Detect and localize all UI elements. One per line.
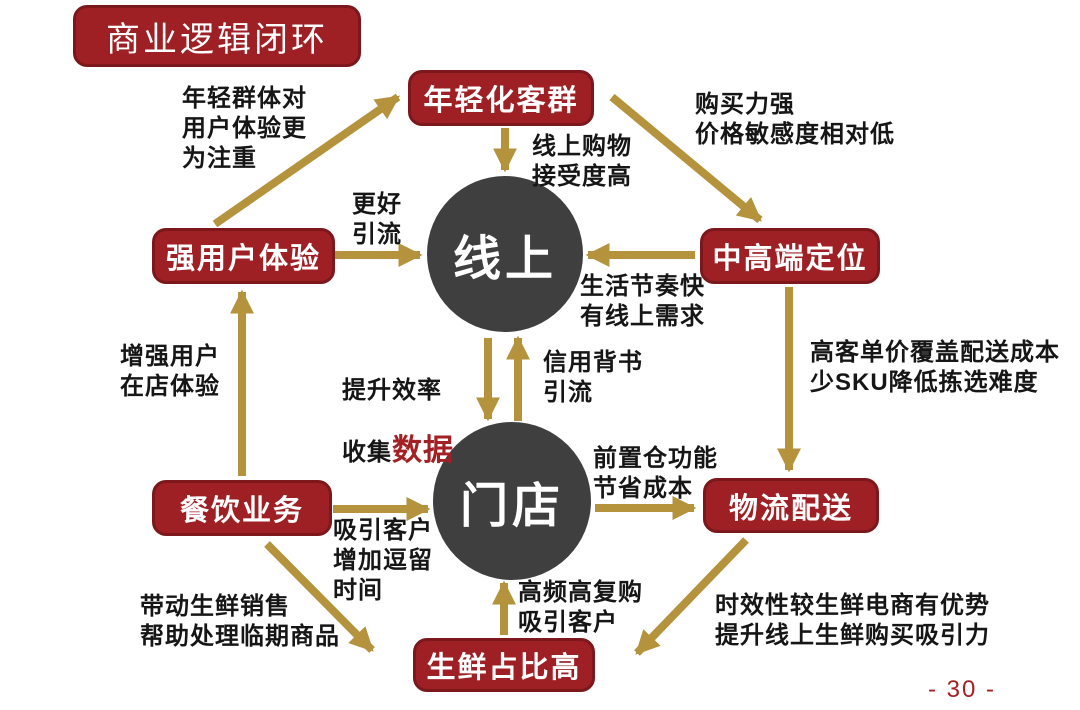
node-mid-high-positioning: 中高端定位 bbox=[700, 228, 880, 284]
note-efficiency-line1: 提升效率 bbox=[342, 377, 442, 404]
note-better-traffic: 更好 引流 bbox=[352, 191, 402, 248]
node-online-circle: 线上 bbox=[427, 176, 583, 332]
note-credit-traffic: 信用背书 引流 bbox=[543, 349, 643, 406]
arrow bbox=[212, 93, 401, 228]
note-high-order-value: 高客单价覆盖配送成本 少SKU降低拣选难度 bbox=[810, 339, 1060, 396]
note-high-frequency: 高频高复购 吸引客户 bbox=[518, 579, 643, 636]
node-strong-ux: 强用户体验 bbox=[152, 228, 335, 284]
note-online-shopping: 线上购物 接受度高 bbox=[532, 133, 632, 190]
note-enhance-instore: 增强用户 在店体验 bbox=[120, 343, 220, 400]
node-store-circle: 门店 bbox=[433, 422, 591, 580]
note-front-warehouse: 前置仓功能 节省成本 bbox=[593, 445, 718, 502]
note-efficiency-data: 提升效率 收集数据 bbox=[342, 346, 454, 468]
note-efficiency-highlight: 数据 bbox=[392, 434, 454, 467]
arrow bbox=[634, 537, 749, 656]
node-fresh-ratio: 生鲜占比高 bbox=[413, 638, 595, 692]
page-number: - 30 - bbox=[928, 676, 997, 703]
note-attract-stay: 吸引客户 增加逗留 时间 bbox=[333, 517, 433, 604]
node-catering: 餐饮业务 bbox=[152, 480, 332, 536]
note-young-group: 年轻群体对 用户体验更 为注重 bbox=[182, 85, 307, 172]
arrow bbox=[264, 541, 375, 653]
note-purchasing-power: 购买力强 价格敏感度相对低 bbox=[695, 91, 895, 148]
node-logistics: 物流配送 bbox=[703, 478, 879, 533]
arrow bbox=[609, 93, 763, 224]
node-young-customers: 年轻化客群 bbox=[408, 70, 594, 126]
note-drive-fresh-sales: 带动生鲜销售 帮助处理临期商品 bbox=[140, 593, 340, 650]
page-title: 商业逻辑闭环 bbox=[73, 5, 361, 67]
note-fast-pace: 生活节奏快 有线上需求 bbox=[580, 273, 705, 330]
note-timeliness: 时效性较生鲜电商有优势 提升线上生鲜购买吸引力 bbox=[715, 592, 990, 649]
note-efficiency-prefix: 收集 bbox=[342, 439, 392, 466]
